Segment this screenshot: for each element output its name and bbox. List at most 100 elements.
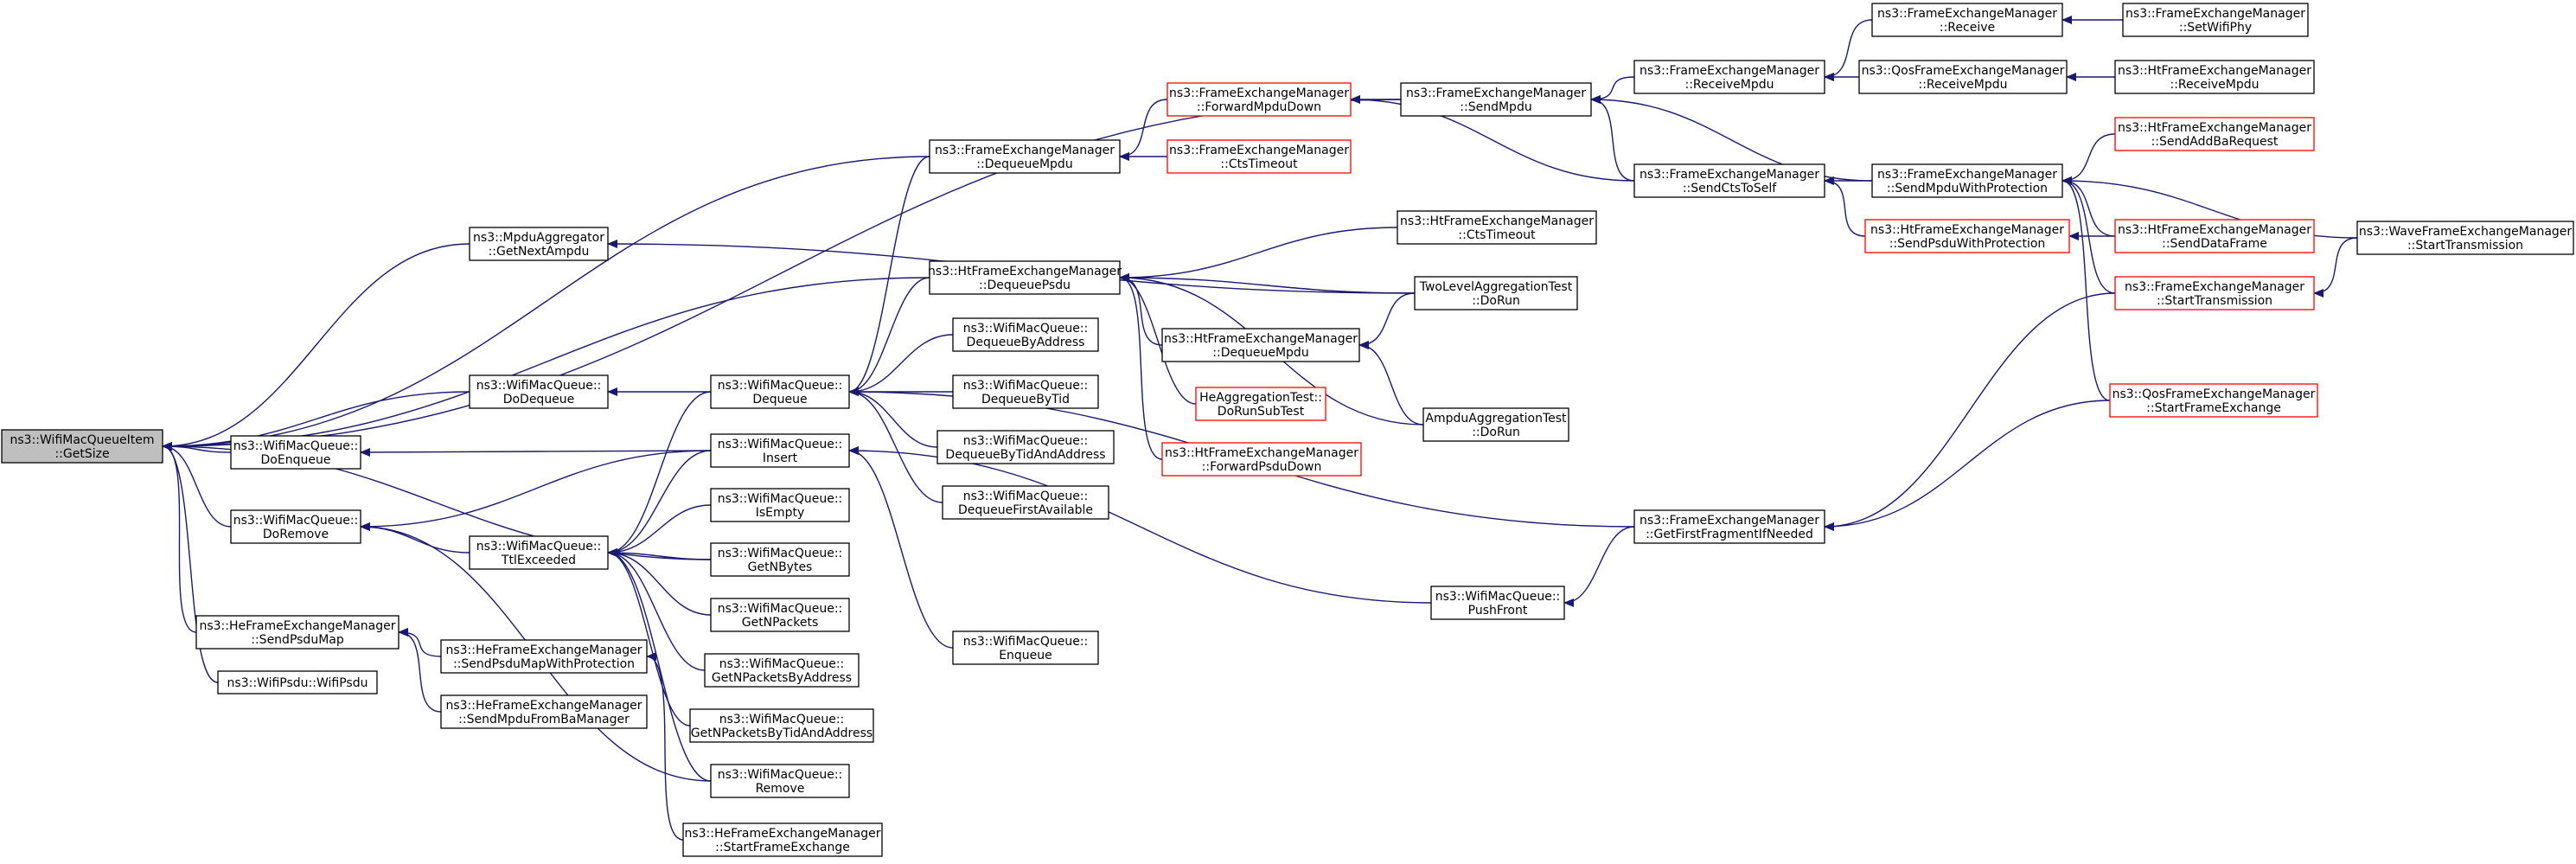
node-label: ::ReceiveMpdu	[1919, 78, 2008, 92]
node-wmq_dequeuebytid[interactable]: ns3::WifiMacQueue::DequeueByTid	[952, 374, 1099, 409]
node-wmq_getnpackets[interactable]: ns3::WifiMacQueue::GetNPackets	[710, 598, 850, 632]
node-fem_dequeuempdu[interactable]: ns3::FrameExchangeManager::DequeueMpdu	[929, 139, 1121, 174]
node-wmq_dequeuefirstavail[interactable]: ns3::WifiMacQueue::DequeueFirstAvailable	[942, 485, 1109, 520]
node-wmq_remove[interactable]: ns3::WifiMacQueue::Remove	[710, 764, 850, 798]
node-label: ::ForwardMpduDown	[1197, 100, 1321, 114]
node-he_sendmpdufromba[interactable]: ns3::HeFrameExchangeManager::SendMpduFro…	[440, 694, 648, 729]
node-label: HeAggregationTest::	[1199, 391, 1322, 405]
node-fem_receivempdu[interactable]: ns3::FrameExchangeManager::ReceiveMpdu	[1633, 60, 1825, 94]
node-htfem_ctstimeout[interactable]: ns3::HtFrameExchangeManager::CtsTimeout	[1397, 210, 1597, 245]
node-htfem_senddataframe[interactable]: ns3::HtFrameExchangeManager::SendDataFra…	[2114, 219, 2315, 253]
edge-htfem_sendaddba-to-fem_sendmpduwp	[2061, 133, 2116, 185]
node-wmq_insert[interactable]: ns3::WifiMacQueue::Insert	[710, 433, 850, 468]
node-htfem_receivempdu[interactable]: ns3::HtFrameExchangeManager::ReceiveMpdu	[2114, 60, 2315, 94]
node-fem_starttransmission[interactable]: ns3::FrameExchangeManager::StartTransmis…	[2114, 276, 2315, 310]
node-label: ns3::WifiMacQueue::	[719, 657, 845, 671]
node-wmq_isempty[interactable]: ns3::WifiMacQueue::IsEmpty	[710, 488, 850, 522]
edge-wmq_insert-to-wmq_ttlexceeded	[607, 450, 712, 557]
node-mpduagg[interactable]: ns3::MpduAggregator::GetNextAmpdu	[469, 227, 609, 261]
node-wmq_getnpacketsbyaddr[interactable]: ns3::WifiMacQueue::GetNPacketsByAddress	[704, 653, 860, 688]
node-label: ns3::WifiMacQueue::	[718, 547, 843, 560]
node-label: ns3::WaveFrameExchangeManager	[2359, 225, 2573, 239]
node-label: ::DoRun	[1472, 294, 1520, 308]
node-box	[710, 598, 850, 632]
node-wmq_ttlexceeded[interactable]: ns3::WifiMacQueue::TtlExceeded	[469, 535, 609, 570]
node-label: DoRemove	[263, 528, 329, 541]
node-label: ns3::WifiMacQueue::	[718, 438, 843, 451]
node-label: ns3::WifiMacQueue::	[718, 768, 843, 782]
edge-wmq_dequeue-to-wmq_ttlexceeded	[607, 391, 712, 557]
node-box	[2109, 383, 2318, 418]
node-fem_setwifiphy[interactable]: ns3::FrameExchangeManager::SetWifiPhy	[2122, 3, 2309, 37]
node-label: ::SendPsduMapWithProtection	[453, 657, 635, 671]
node-fem_ctstimeout[interactable]: ns3::FrameExchangeManager::CtsTimeout	[1167, 139, 1352, 174]
node-box	[1400, 82, 1592, 117]
node-wmq_pushfront[interactable]: ns3::WifiMacQueue::PushFront	[1430, 586, 1565, 620]
node-label: ::StartTransmission	[2407, 239, 2523, 253]
node-ampduagg[interactable]: AmpduAggregationTest::DoRun	[1422, 407, 1569, 442]
node-wmq_dodequeue[interactable]: ns3::WifiMacQueue::DoDequeue	[469, 374, 609, 409]
node-box	[1871, 163, 2063, 198]
node-label: PushFront	[1468, 604, 1528, 618]
edge-wmq_isempty-to-wmq_ttlexceeded	[607, 504, 712, 557]
node-fem_sendmpdu[interactable]: ns3::FrameExchangeManager::SendMpdu	[1400, 82, 1592, 117]
node-htfem_sendaddba[interactable]: ns3::HtFrameExchangeManager::SendAddBaRe…	[2114, 117, 2315, 151]
node-box	[217, 670, 378, 694]
node-wmq_dequeuebyaddr[interactable]: ns3::WifiMacQueue::DequeueByAddress	[952, 317, 1099, 352]
node-qosfem_receivempdu[interactable]: ns3::QosFrameExchangeManager::ReceiveMpd…	[1858, 60, 2068, 94]
node-label: ns3::WifiMacQueue::	[963, 322, 1089, 336]
node-label: GetNPacketsByAddress	[712, 671, 852, 685]
node-wmq_dequeue[interactable]: ns3::WifiMacQueue::Dequeue	[710, 374, 850, 409]
node-label: DoRunSubTest	[1218, 405, 1305, 419]
node-htfem_forwardpsdudown[interactable]: ns3::HtFrameExchangeManager::ForwardPsdu…	[1161, 442, 1362, 477]
node-box	[1167, 82, 1352, 117]
node-label: ns3::HtFrameExchangeManager	[2118, 121, 2311, 135]
node-qosfem_startframeexchange[interactable]: ns3::QosFrameExchangeManager::StartFrame…	[2109, 383, 2318, 418]
node-htfem_dequeuempdu[interactable]: ns3::HtFrameExchangeManager::DequeueMpdu	[1161, 328, 1360, 362]
node-wmq_getnbytes[interactable]: ns3::WifiMacQueue::GetNBytes	[710, 542, 850, 577]
node-he_sendpsdumap[interactable]: ns3::HeFrameExchangeManager::SendPsduMap	[195, 615, 400, 650]
node-wavefem_starttransmission[interactable]: ns3::WaveFrameExchangeManager::StartTran…	[2356, 221, 2574, 255]
edge-wmq_enqueue-to-wmq_insert	[848, 446, 954, 649]
node-wifipsdu[interactable]: ns3::WifiPsdu::WifiPsdu	[217, 670, 378, 694]
node-label: ::DequeuePsdu	[979, 278, 1071, 292]
node-he_startframeexchange[interactable]: ns3::HeFrameExchangeManager::StartFrameE…	[682, 822, 883, 857]
edge-twolevelagg-to-htfem_dequeuepsdu	[1119, 273, 1416, 294]
node-wmq_getnpacketsbytidaddr[interactable]: ns3::WifiMacQueue::GetNPacketsByTidAndAd…	[689, 708, 874, 743]
node-htfem_dequeuepsdu[interactable]: ns3::HtFrameExchangeManager::DequeuePsdu	[928, 260, 1122, 295]
node-fem_receive[interactable]: ns3::FrameExchangeManager::Receive	[1871, 3, 2063, 37]
node-fem_forwardmpdudown[interactable]: ns3::FrameExchangeManager::ForwardMpduDo…	[1167, 82, 1352, 117]
node-wmq_dequeuebytidaddr[interactable]: ns3::WifiMacQueue::DequeueByTidAndAddres…	[936, 430, 1115, 464]
node-label: ns3::HtFrameExchangeManager	[1164, 332, 1358, 346]
node-root[interactable]: ns3::WifiMacQueueItem::GetSize	[1, 429, 163, 464]
node-wmq_doenqueue[interactable]: ns3::WifiMacQueue::DoEnqueue	[230, 435, 361, 470]
node-fem_sendctstoself[interactable]: ns3::FrameExchangeManager::SendCtsToSelf	[1633, 163, 1825, 198]
node-label: ::GetFirstFragmentIfNeeded	[1646, 528, 1813, 541]
node-wmq_doremove[interactable]: ns3::WifiMacQueue::DoRemove	[230, 509, 361, 544]
edge-htfem_ctstimeout-to-htfem_dequeuepsdu	[1119, 227, 1398, 282]
edge-fem_dequeuempdu-to-wmq_dequeue	[848, 156, 930, 396]
node-fem_sendmpduwp[interactable]: ns3::FrameExchangeManager::SendMpduWithP…	[1871, 163, 2063, 198]
edge-fem_receive-to-fem_receivempdu	[1824, 19, 1873, 81]
edge-wmq_getnpackets-to-wmq_ttlexceeded	[607, 548, 712, 616]
node-htfem_sendpsduwp[interactable]: ns3::HtFrameExchangeManager::SendPsduWit…	[1864, 219, 2070, 253]
edge-qosfem_startframeexchange-to-fem_sendmpduwp	[2061, 176, 2111, 401]
edge-htfem_senddataframe-to-fem_sendmpduwp	[2061, 176, 2116, 237]
node-box	[1195, 387, 1326, 421]
node-box	[1858, 60, 2068, 94]
edge-wifipsdu-to-root	[162, 442, 219, 683]
node-label: DoEnqueue	[261, 453, 331, 467]
node-fem_getfirstfrag[interactable]: ns3::FrameExchangeManager::GetFirstFragm…	[1633, 509, 1825, 544]
edge-fem_receivempdu-to-fem_sendmpdu	[1590, 76, 1635, 104]
node-label: ns3::HtFrameExchangeManager	[928, 265, 1122, 278]
node-heagg_dorunsub[interactable]: HeAggregationTest::DoRunSubTest	[1195, 387, 1326, 421]
node-he_sendpsdumapwp[interactable]: ns3::HeFrameExchangeManager::SendPsduMap…	[440, 639, 648, 674]
node-box	[1633, 60, 1825, 94]
node-twolevelagg[interactable]: TwoLevelAggregationTest::DoRun	[1414, 276, 1578, 310]
node-wmq_enqueue[interactable]: ns3::WifiMacQueue::Enqueue	[952, 630, 1099, 665]
node-box	[929, 260, 1121, 295]
node-box	[689, 708, 874, 743]
node-box	[1167, 139, 1352, 174]
edge-fem_dequeuempdu-to-root	[162, 156, 930, 451]
